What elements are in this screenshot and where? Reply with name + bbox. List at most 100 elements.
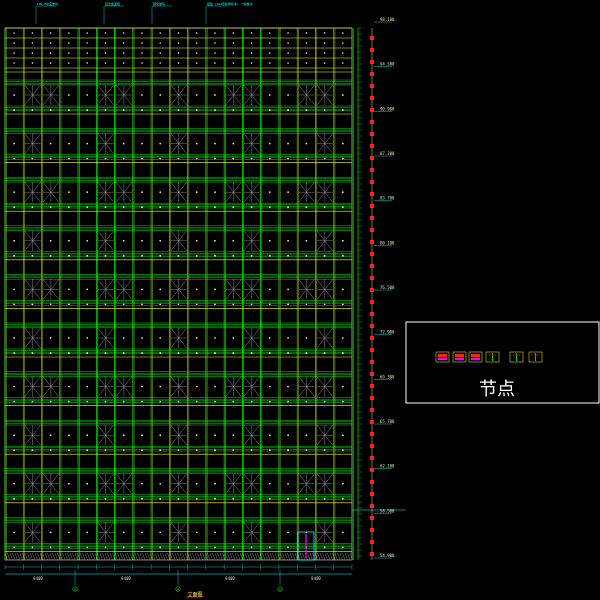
panel-dot: [177, 352, 180, 354]
panel-dot: [31, 352, 34, 354]
panel-dot: [214, 497, 216, 500]
panel-dot: [13, 62, 15, 64]
star-pattern: [170, 143, 179, 154]
panel-dot: [122, 546, 125, 549]
axis-bubble: [175, 586, 181, 592]
panel-dot: [269, 52, 271, 54]
panel-dot: [68, 142, 70, 145]
star-pattern: [324, 473, 333, 484]
base-hatch: [197, 552, 201, 561]
panel-dot: [141, 206, 143, 209]
star-pattern: [316, 386, 325, 397]
panel-dot: [141, 546, 143, 549]
star-pattern: [97, 192, 106, 203]
panel-dot: [104, 352, 107, 354]
panel-dot: [232, 42, 235, 44]
panel-dot: [287, 449, 289, 452]
base-hatch: [324, 552, 328, 561]
base-hatch: [74, 552, 78, 561]
star-pattern: [178, 289, 187, 300]
detail-thumbnail: [435, 351, 450, 363]
star-pattern: [24, 473, 33, 484]
panel-dot: [86, 254, 89, 257]
panel-dot: [159, 497, 162, 500]
red-level-mark: [370, 60, 374, 64]
star-pattern: [316, 376, 325, 387]
panel-dot: [122, 142, 125, 145]
star-pattern: [50, 182, 59, 193]
star-pattern: [105, 279, 114, 290]
star-pattern: [316, 435, 325, 446]
star-pattern: [298, 84, 307, 96]
star-pattern: [115, 94, 125, 106]
panel-dot: [68, 303, 70, 306]
base-hatch: [347, 552, 351, 561]
star-pattern: [32, 522, 41, 533]
panel-dot: [305, 109, 308, 111]
base-hatch: [274, 552, 278, 561]
star-pattern: [170, 435, 179, 446]
detail-thumbnails: [435, 351, 543, 363]
panel-dot: [13, 94, 16, 96]
panel-dot: [86, 434, 89, 437]
panel-dot: [104, 42, 107, 44]
star-pattern: [243, 473, 252, 484]
base-hatch: [134, 552, 138, 561]
panel-dot: [13, 157, 16, 160]
panel-dot: [268, 546, 271, 549]
facade-elevation: [4, 27, 354, 561]
panel-dot: [250, 546, 253, 549]
star-pattern: [324, 386, 333, 397]
panel-dot: [141, 109, 143, 111]
star-pattern: [97, 435, 106, 446]
panel-dot: [141, 497, 143, 500]
base-hatch: [107, 552, 111, 561]
star-pattern: [50, 376, 59, 387]
panel-dot: [177, 254, 180, 257]
star-pattern: [170, 240, 179, 251]
panel-dot: [341, 142, 344, 145]
star-pattern: [251, 240, 260, 251]
panel-dot: [177, 400, 180, 403]
dim-label: 8400: [121, 576, 131, 581]
base-hatch: [34, 552, 38, 561]
base-hatch: [42, 552, 46, 561]
panel-dot: [268, 254, 271, 257]
panel-dot: [141, 94, 143, 96]
star-pattern: [251, 94, 260, 106]
level-mark-label: 54.900: [380, 553, 395, 558]
base-hatch: [59, 552, 63, 561]
panel-dot: [287, 32, 289, 34]
base-hatch: [99, 552, 103, 561]
star-pattern: [170, 192, 179, 203]
panel-dot: [323, 206, 326, 209]
base-hatch: [67, 552, 71, 561]
panel-dot: [341, 434, 344, 437]
base-hatch: [204, 552, 208, 561]
star-pattern: [233, 279, 242, 290]
star-pattern: [115, 84, 125, 96]
level-mark-label: 58.500: [380, 508, 395, 513]
star-pattern: [42, 473, 52, 484]
panel-dot: [214, 94, 216, 96]
star-pattern: [324, 522, 333, 533]
panel-dot: [305, 157, 308, 160]
dim-label: 8400: [225, 576, 235, 581]
red-level-mark: [370, 300, 374, 304]
panel-dot: [195, 385, 198, 388]
panel-dot: [195, 94, 198, 96]
panel-dot: [195, 303, 198, 306]
base-hatch: [97, 552, 101, 561]
panel-dot: [49, 434, 52, 437]
panel-dot: [287, 109, 289, 111]
star-pattern: [97, 240, 106, 251]
star-pattern: [24, 425, 33, 436]
panel-dot: [104, 400, 107, 403]
entrance-door: [297, 531, 315, 561]
panel-dot: [49, 142, 52, 145]
star-pattern: [24, 386, 33, 397]
base-hatch: [162, 552, 166, 561]
panel-dot: [214, 303, 216, 306]
base-hatch: [227, 552, 231, 561]
